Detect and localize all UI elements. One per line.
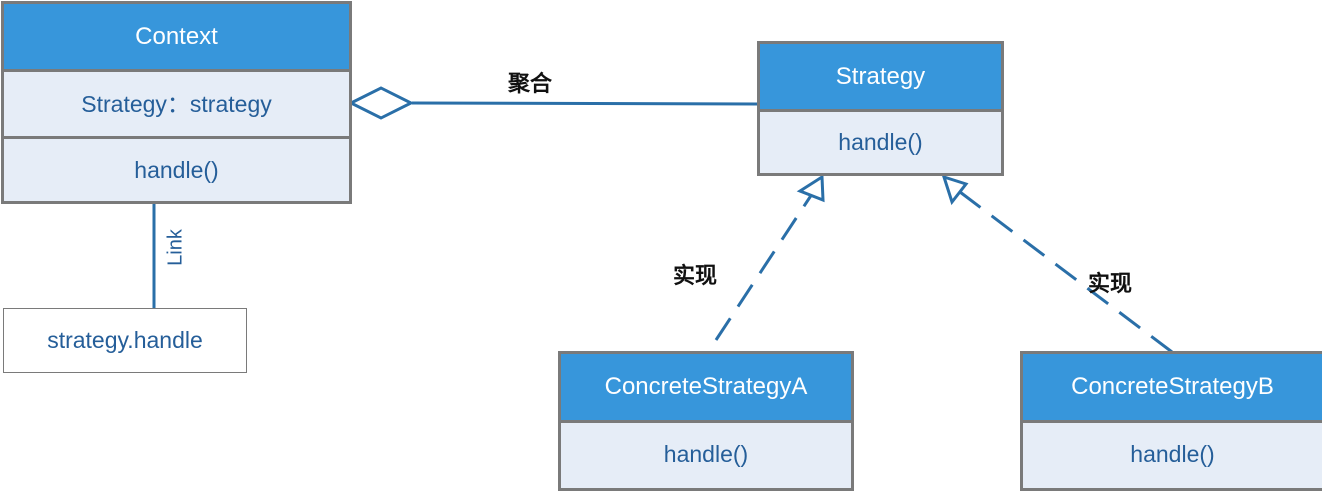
- realization-a-line: [714, 193, 814, 341]
- concrete-strategy-a-method: handle(): [561, 420, 851, 486]
- realization-b-label: 实现: [1088, 272, 1133, 297]
- concrete-strategy-b-name: ConcreteStrategyB: [1023, 354, 1322, 420]
- concrete-strategy-a-name: ConcreteStrategyA: [561, 354, 851, 420]
- strategy-class[interactable]: Strategy handle(): [757, 41, 1004, 176]
- aggregation-diamond: [347, 86, 415, 120]
- strategy-class-name: Strategy: [760, 44, 1001, 109]
- context-class[interactable]: Context Strategy：strategy handle(): [1, 1, 352, 204]
- aggregation-line: [411, 101, 759, 106]
- strategy-method: handle(): [760, 109, 1001, 173]
- concrete-strategy-b-class[interactable]: ConcreteStrategyB handle(): [1020, 351, 1322, 491]
- realization-a-label: 实现: [673, 264, 718, 289]
- context-method: handle(): [4, 136, 349, 201]
- realization-b-line: [959, 190, 1173, 354]
- realization-a-arrowhead: [796, 174, 825, 203]
- realization-b-arrowhead: [941, 174, 969, 206]
- aggregation-label: 聚合: [508, 72, 553, 97]
- link-label: Link: [164, 229, 187, 266]
- concrete-strategy-b-method: handle(): [1023, 420, 1322, 486]
- note-strategy-handle[interactable]: strategy.handle: [3, 308, 247, 373]
- context-class-name: Context: [4, 4, 349, 69]
- context-attribute: Strategy：strategy: [4, 69, 349, 136]
- concrete-strategy-a-class[interactable]: ConcreteStrategyA handle(): [558, 351, 854, 491]
